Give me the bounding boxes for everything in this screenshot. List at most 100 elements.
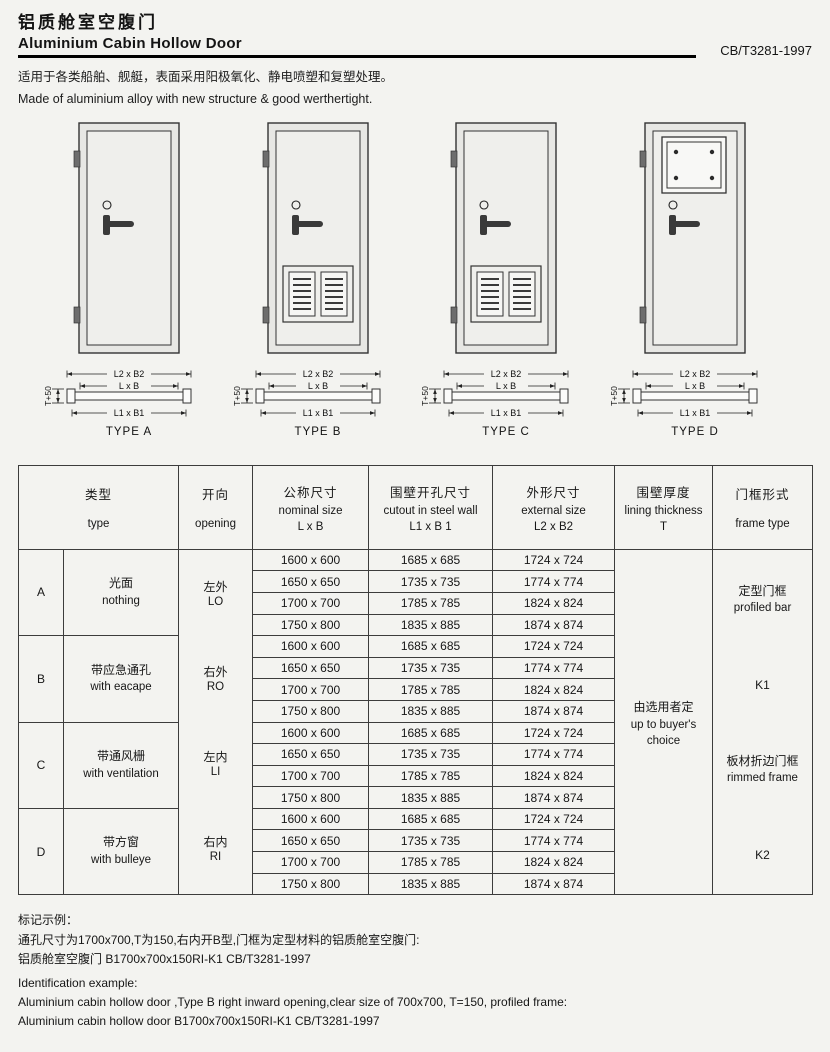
size-cutout: 1735 x 735: [368, 829, 494, 853]
header-opening-zh: 开向: [202, 488, 230, 503]
opening-li-zh: 左内: [203, 749, 228, 764]
header-type-en: type: [87, 518, 110, 531]
header-lining-zh: 围壁厚度: [636, 485, 691, 500]
size-nominal: 1700 x 700: [252, 678, 370, 701]
size-nominal: 1700 x 700: [252, 591, 370, 615]
size-external: 1774 x 774: [492, 656, 616, 680]
type-desc-d: 带方窗 with bulleye: [62, 807, 180, 896]
size-external: 1874 x 874: [492, 786, 616, 809]
size-nominal: 1600 x 600: [252, 721, 370, 745]
handle-plate-icon: [291, 214, 299, 235]
opening-ro-zh: 右外: [203, 664, 228, 679]
opening-ro: 右外 RO: [204, 664, 228, 696]
header-lining: 围壁厚度 lining thickness T: [614, 464, 714, 550]
size-cutout: 1685 x 685: [368, 548, 494, 572]
dimension-label: L1 x B1: [491, 408, 522, 418]
hinge-icon: [639, 306, 647, 324]
hinge-icon: [73, 306, 81, 324]
hinge-icon: [639, 150, 647, 168]
spec-table: 类型 type 开向 opening 公称尺寸 nominal size L x…: [17, 464, 814, 896]
size-cutout: 1785 x 785: [368, 678, 494, 701]
lining-thickness-cell: 由选用者定 up to buyer's choice: [614, 548, 714, 896]
frame-section-end: [559, 388, 569, 404]
hinge-icon: [262, 150, 270, 168]
lining-en-1: up to buyer's: [630, 718, 697, 731]
type-letter-d: D: [18, 807, 64, 896]
identification-example: 标记示例： 通孔尺寸为1700x700,T为150,右内开B型,门框为定型材料的…: [18, 911, 812, 1032]
size-nominal: 1650 x 650: [252, 570, 370, 593]
opening-li: 左内 LI: [204, 749, 228, 781]
window-bolt-icon: [673, 175, 679, 180]
size-nominal: 1750 x 800: [252, 786, 370, 809]
header-frame-zh: 门框形式: [735, 488, 790, 503]
frame-k2-zh: 板材折边门框: [726, 754, 799, 769]
table-row: 1650 x 650 1735 x 735 1774 x 774: [19, 743, 813, 766]
header-cutout: 围壁开孔尺寸 cutout in steel wall L1 x B 1: [368, 464, 494, 550]
dimension-label: L2 x B2: [680, 369, 711, 379]
header-cutout-zh: 围壁开孔尺寸: [390, 485, 472, 500]
frame-section-end: [443, 388, 453, 404]
frame-section-end: [632, 388, 642, 404]
type-desc-b: 带应急通孔 with eacape: [62, 635, 180, 723]
table-row: 1650 x 650 1735 x 735 1774 x 774: [19, 829, 813, 853]
standard-number: CB/T3281-1997: [720, 43, 812, 58]
size-nominal: 1750 x 800: [252, 699, 370, 723]
window-bolt-icon: [709, 149, 715, 154]
frame-cross-section: [639, 391, 751, 401]
header-nominal: 公称尺寸 nominal size L x B: [252, 464, 370, 550]
frame-cross-section: [450, 391, 562, 401]
size-nominal: 1650 x 650: [252, 743, 370, 766]
page-title-en: Aluminium Cabin Hollow Door: [18, 35, 242, 52]
frame-k1-desc: 定型门框 profiled bar: [734, 582, 792, 617]
thickness-label: T+50: [233, 386, 242, 406]
type-label: TYPE C: [483, 426, 531, 438]
size-external: 1724 x 724: [492, 635, 616, 658]
size-external: 1724 x 724: [492, 807, 616, 831]
size-cutout: 1685 x 685: [368, 635, 494, 658]
size-cutout: 1785 x 785: [368, 591, 494, 615]
description-en: Made of aluminium alloy with new structu…: [18, 91, 373, 106]
size-nominal: 1600 x 600: [252, 807, 370, 831]
size-external: 1874 x 874: [492, 872, 616, 896]
frame-k1-zh: 定型门框: [738, 584, 787, 599]
table-row: 1700 x 700 1785 x 785 1824 x 824: [19, 678, 813, 701]
header-type: 类型 type: [17, 464, 180, 550]
size-cutout: 1835 x 885: [368, 699, 494, 723]
frame-k1-en: profiled bar: [733, 602, 792, 615]
size-nominal: 1750 x 800: [252, 613, 370, 637]
size-cutout: 1835 x 885: [368, 872, 494, 896]
size-cutout: 1835 x 885: [368, 786, 494, 809]
type-label: TYPE D: [671, 426, 719, 438]
size-external: 1824 x 824: [492, 678, 616, 701]
header-frame-en: frame type: [735, 518, 790, 531]
size-nominal: 1600 x 600: [252, 635, 370, 658]
thickness-label: T+50: [610, 386, 619, 406]
handle-lever-icon: [107, 220, 134, 227]
opening-ri-zh: 右内: [203, 834, 228, 849]
header-cutout-sub: L1 x B 1: [409, 520, 452, 533]
opening-li-en: LI: [210, 765, 221, 778]
table-row: 1750 x 800 1835 x 885 1874 x 874: [19, 872, 813, 896]
header-nominal-en: nominal size: [278, 504, 343, 517]
dimension-label: L x B: [496, 381, 516, 391]
lining-zh: 由选用者定: [633, 699, 694, 714]
size-external: 1824 x 824: [492, 591, 616, 615]
window-bolt-icon: [673, 149, 679, 154]
page-title-zh: 铝质舱室空腹门: [18, 13, 158, 32]
type-desc-zh: 光面: [109, 576, 134, 591]
size-external: 1724 x 724: [492, 548, 616, 572]
header-nominal-sub: L x B: [297, 520, 324, 533]
frame-k2-desc: 板材折边门框 rimmed frame: [727, 752, 799, 787]
handle-plate-icon: [668, 214, 676, 235]
header-opening: 开向 opening: [178, 464, 254, 550]
example-en-line2: Aluminium cabin hollow door B1700x700x15…: [18, 1014, 380, 1029]
example-en-line1: Aluminium cabin hollow door ,Type B righ…: [18, 995, 568, 1009]
opening-ri: 右内 RI: [204, 834, 228, 866]
header-nominal-zh: 公称尺寸: [283, 485, 338, 500]
type-desc-c: 带通风栅 with ventilation: [62, 721, 180, 809]
window-bolt-icon: [709, 175, 715, 180]
